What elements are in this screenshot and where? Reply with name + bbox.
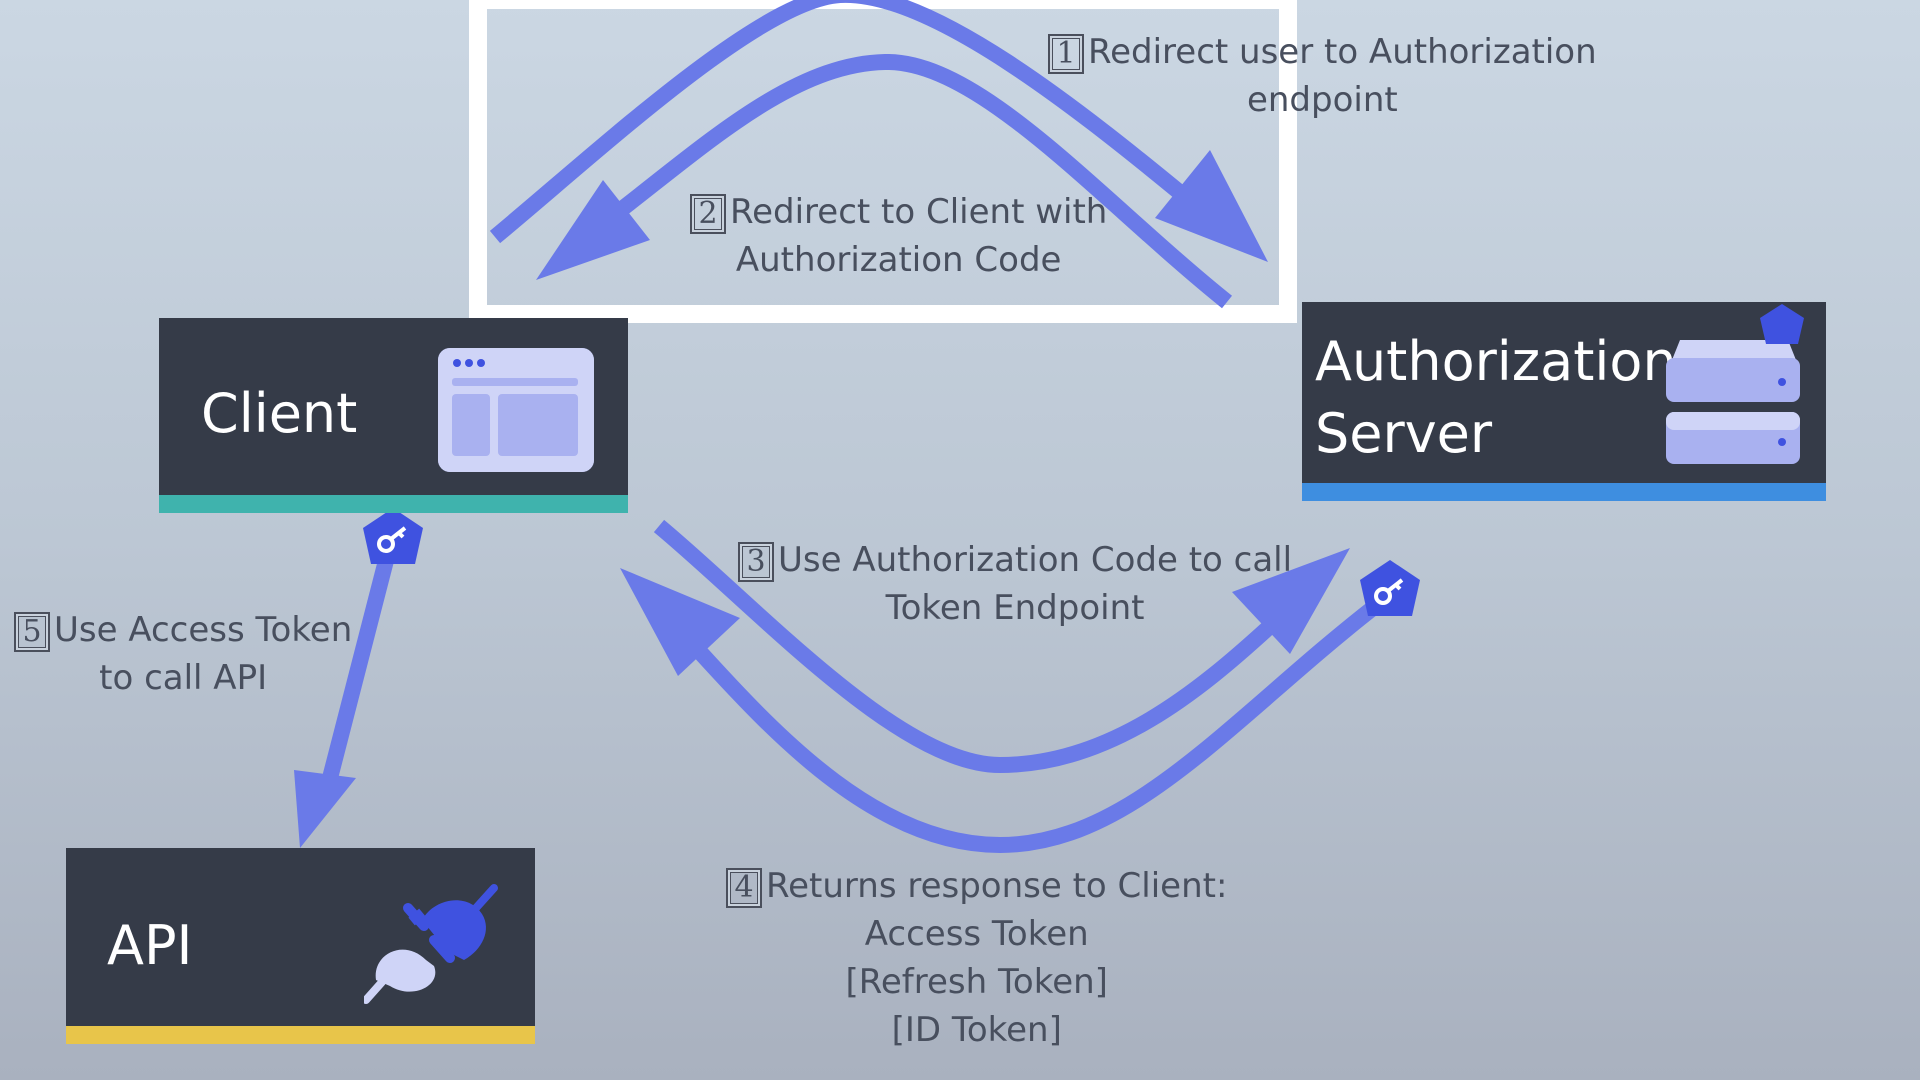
step-5-line2: to call API bbox=[99, 658, 268, 698]
step-1-number: 1 bbox=[1048, 33, 1084, 74]
api-node: API bbox=[66, 848, 535, 1044]
auth-server-label-line1: Authorization bbox=[1315, 330, 1677, 393]
plug-icon bbox=[364, 884, 498, 1004]
redirect-highlight-frame bbox=[469, 0, 1297, 323]
arrowhead-step-4 bbox=[620, 568, 740, 676]
arrowhead-step-2 bbox=[536, 180, 650, 280]
step-2-number: 2 bbox=[690, 193, 726, 234]
step-1-line1: Redirect user to Authorization bbox=[1088, 32, 1597, 72]
arrow-step-5 bbox=[322, 543, 398, 780]
step-2-line2: Authorization Code bbox=[735, 240, 1062, 280]
client-node: Client bbox=[159, 318, 628, 513]
step-4-line3: [Refresh Token] bbox=[845, 962, 1108, 1002]
step-4-line4: [ID Token] bbox=[891, 1010, 1062, 1050]
auth-server-label-line2: Server bbox=[1315, 402, 1493, 465]
arrow-step-1 bbox=[489, 0, 1201, 244]
step-3-line2: Token Endpoint bbox=[885, 588, 1145, 628]
step-4-line1: Returns response to Client: bbox=[766, 866, 1228, 906]
step-5-number: 5 bbox=[14, 611, 50, 652]
arrowhead-step-5 bbox=[294, 770, 356, 848]
browser-window-icon bbox=[438, 348, 594, 472]
arrow-step-2 bbox=[600, 53, 1233, 309]
arrowhead-step-1 bbox=[1155, 150, 1268, 262]
server-icon bbox=[1666, 304, 1804, 464]
arrowhead-step-3 bbox=[1232, 548, 1350, 654]
step-2-line1: Redirect to Client with bbox=[730, 192, 1108, 232]
arrow-step-3 bbox=[653, 519, 1274, 774]
step-3-number: 3 bbox=[738, 541, 774, 582]
step-5-line1: Use Access Token bbox=[54, 610, 353, 650]
step-3-line1: Use Authorization Code to call bbox=[778, 540, 1293, 580]
api-label: API bbox=[107, 914, 193, 977]
arrow-step-4 bbox=[694, 601, 1378, 854]
step-1-line2: endpoint bbox=[1246, 80, 1398, 120]
key-badge-auth bbox=[1360, 560, 1420, 616]
key-badge-client bbox=[363, 508, 423, 564]
step-4-number: 4 bbox=[726, 867, 762, 908]
authorization-server-node: Authorization Server bbox=[1302, 302, 1826, 501]
client-accent-bar bbox=[159, 495, 628, 513]
auth-server-accent-bar bbox=[1302, 483, 1826, 501]
client-label: Client bbox=[201, 382, 358, 445]
api-accent-bar bbox=[66, 1026, 535, 1044]
step-4-line2: Access Token bbox=[864, 914, 1089, 954]
